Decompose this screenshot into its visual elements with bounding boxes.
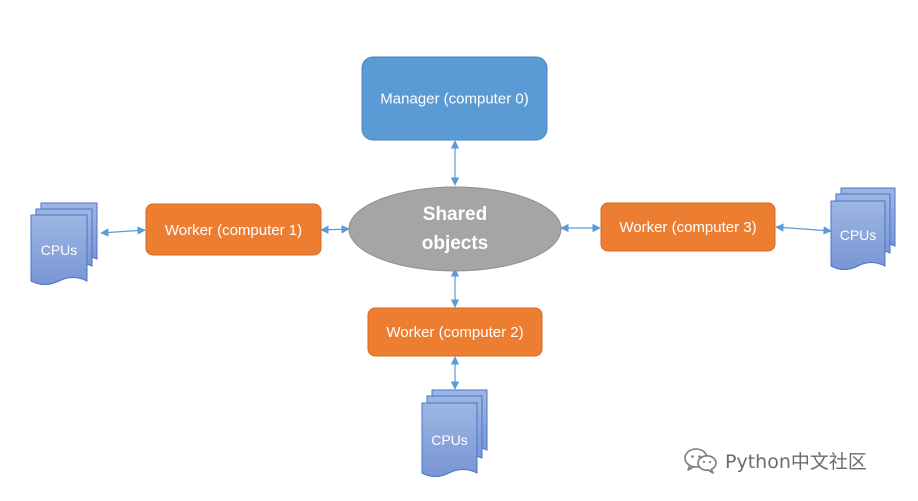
worker-2-label: Worker (computer 2) [386,324,523,341]
worker-node-3: Worker (computer 3) [600,202,776,252]
shared-objects-node: Shared objects [348,186,562,272]
connector-worker1-shared [320,225,350,234]
manager-node: Manager (computer 0) [361,56,548,141]
cpu-2-label: CPUs [431,432,468,448]
shared-label-line1: Shared [423,204,487,225]
watermark-text: Python中文社区 [725,450,867,473]
worker-3-label: Worker (computer 3) [619,219,756,236]
shared-label-line2: objects [422,233,489,254]
wechat-icon [684,448,717,474]
worker-node-2: Worker (computer 2) [367,307,543,357]
worker-node-1: Worker (computer 1) [145,203,322,256]
manager-label: Manager (computer 0) [380,91,528,108]
cpu-stack-1: CPUs [30,202,98,285]
cpu-1-label: CPUs [41,242,78,258]
worker-1-label: Worker (computer 1) [165,222,302,239]
cpu-stack-2: CPUs [421,389,488,477]
watermark: Python中文社区 [683,445,867,475]
connector-cpu1-worker1 [100,226,146,237]
connector-worker3-cpu3 [775,223,832,235]
cpu-3-label: CPUs [840,227,877,243]
cpu-stack-3: CPUs [830,187,896,270]
